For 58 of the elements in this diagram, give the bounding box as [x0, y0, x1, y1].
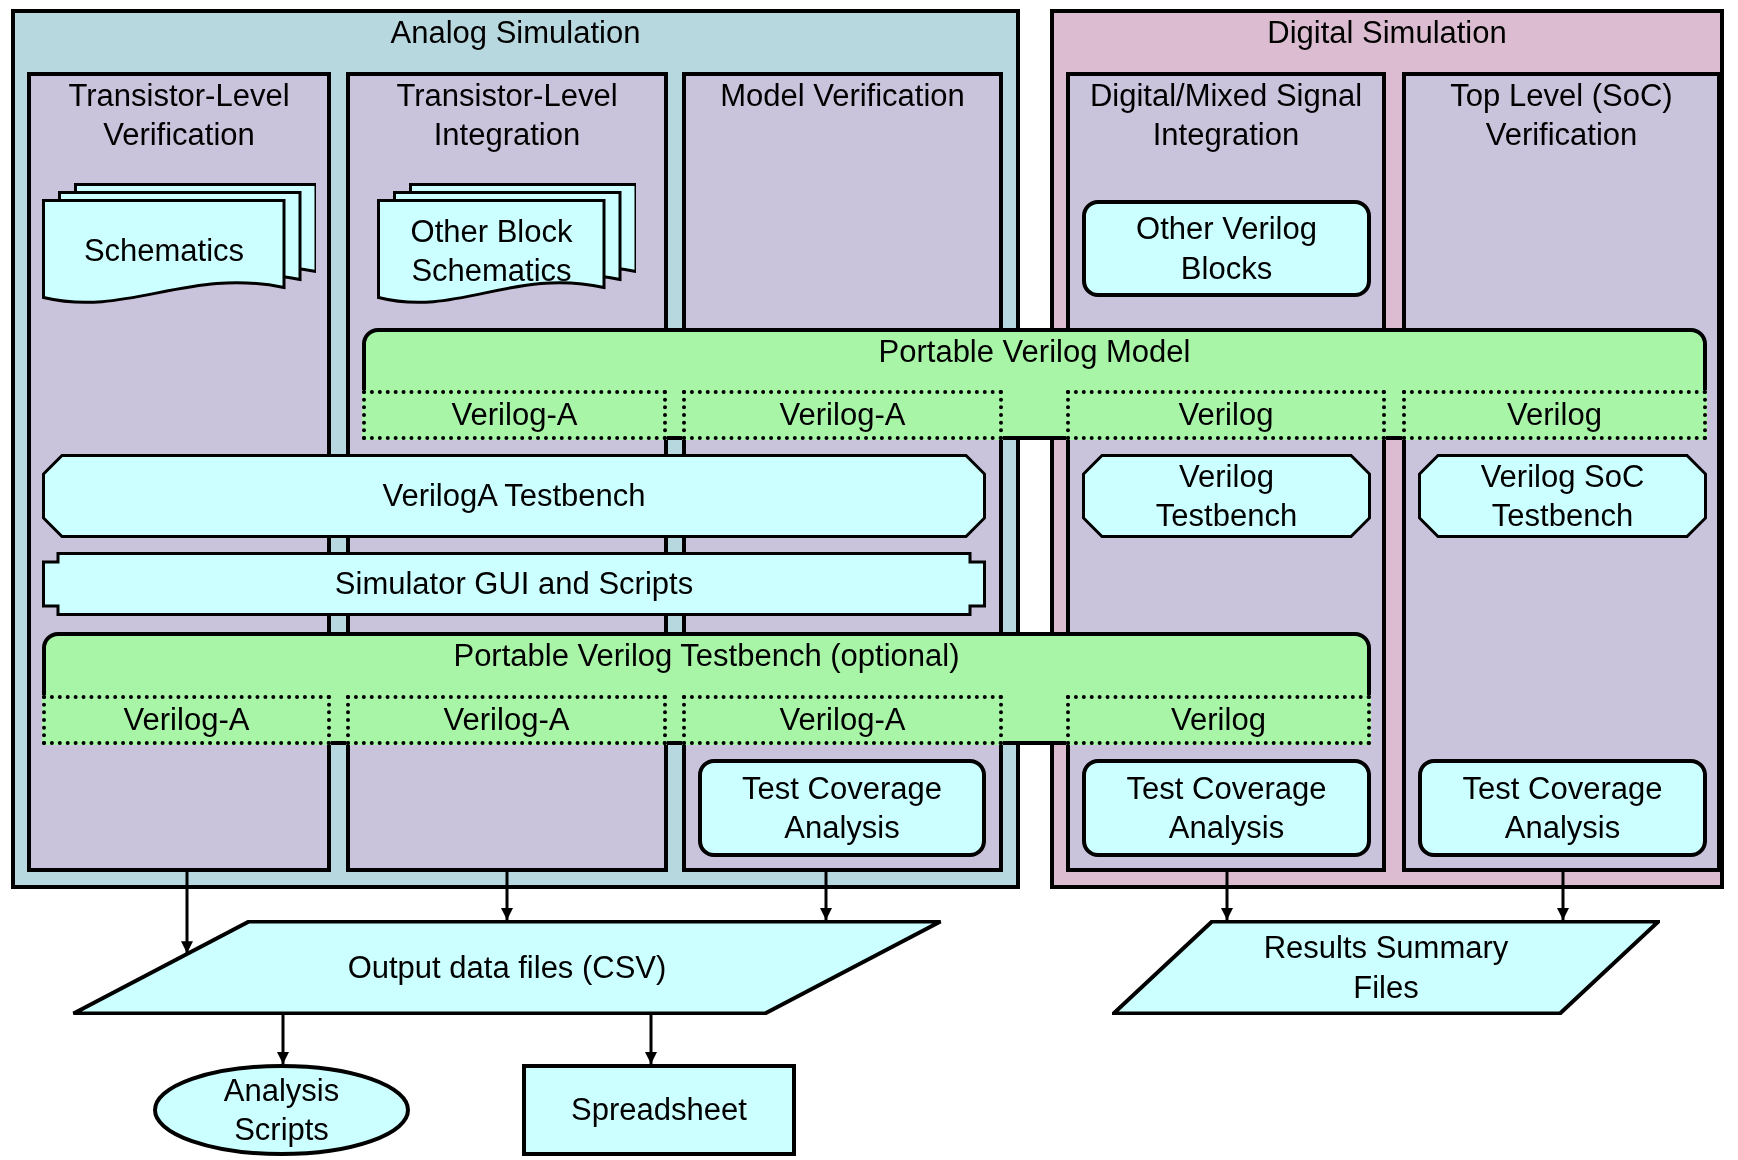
node-label: Spreadsheet: [571, 1091, 747, 1130]
testbench-shape: [42, 454, 986, 538]
node-label: Results Summary Files: [1262, 929, 1510, 1007]
testbench-shape: [1418, 454, 1707, 538]
arrow: [820, 872, 832, 920]
node-label: Test Coverage Analysis: [1126, 769, 1327, 847]
language-slot: [1402, 390, 1707, 440]
node-label: Schematics: [83, 232, 245, 271]
node-label: Verilog SoC Testbench: [1479, 457, 1646, 535]
panel-title: Transistor-Level Integration: [396, 78, 618, 153]
node-label: VerilogA Testbench: [382, 477, 646, 516]
node-label: Portable Verilog Model: [878, 334, 1191, 369]
arrow: [1557, 872, 1569, 920]
arrow: [277, 1015, 289, 1064]
panel-title: Digital/Mixed Signal Integration: [1089, 78, 1363, 153]
language-slot: [42, 695, 331, 745]
language-slot: [346, 695, 667, 745]
node-label: Output data files (CSV): [347, 948, 667, 987]
process-box: [522, 1064, 796, 1156]
arrow: [501, 872, 513, 920]
arrow: [645, 1015, 657, 1064]
language-slot: [682, 390, 1003, 440]
node-label: Verilog: [1178, 396, 1274, 435]
node-label: Verilog Testbench: [1154, 457, 1299, 535]
panel-title: Analog Simulation: [390, 15, 641, 50]
node-label: Simulator GUI and Scripts: [334, 565, 694, 604]
language-slot: [1066, 390, 1386, 440]
scripts-shape: [42, 552, 986, 616]
testbench-shape: [1082, 454, 1371, 538]
node-label: Test Coverage Analysis: [1462, 769, 1663, 847]
arrow: [1221, 872, 1233, 920]
node-label: Verilog-A: [779, 396, 906, 435]
node-label: Verilog-A: [451, 396, 578, 435]
node-label: Verilog-A: [779, 701, 906, 740]
node-label: Other Block Schematics: [409, 212, 574, 290]
ellipse-node: [153, 1064, 410, 1156]
language-slot: [362, 390, 667, 440]
panel-title: Digital Simulation: [1267, 15, 1507, 50]
language-slot: [1066, 695, 1371, 745]
arrow: [181, 872, 193, 954]
node-label: Other Verilog Blocks: [1135, 210, 1318, 288]
node-label: Verilog: [1171, 701, 1266, 740]
panel-title: Transistor-Level Verification: [68, 78, 290, 153]
node-label: Verilog-A: [123, 701, 250, 740]
process-box: [698, 759, 986, 857]
node-label: Verilog-A: [443, 701, 570, 740]
data-parallelogram: [1112, 920, 1660, 1015]
process-box: [1418, 759, 1707, 857]
node-label: Analysis Scripts: [222, 1071, 341, 1149]
process-box: [1082, 759, 1371, 857]
data-parallelogram: [72, 920, 942, 1015]
language-slot: [682, 695, 1003, 745]
node-label: Portable Verilog Testbench (optional): [453, 638, 960, 673]
node-label: Verilog: [1507, 396, 1602, 435]
panel-title: Top Level (SoC) Verification: [1450, 78, 1673, 153]
panel-title: Model Verification: [720, 78, 965, 113]
node-label: Test Coverage Analysis: [742, 769, 942, 847]
process-box: [1082, 200, 1371, 297]
